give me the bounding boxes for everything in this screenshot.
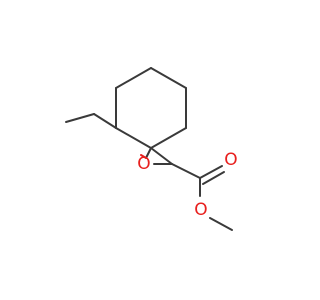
carbonyl-oxygen-label: O: [224, 150, 237, 170]
ethyl-group: [65, 113, 117, 129]
ring-bond: [115, 67, 152, 89]
ester-bond: [171, 163, 201, 179]
methoxy-bond: [209, 217, 233, 231]
ring-bond: [150, 67, 187, 89]
ring-bond: [150, 127, 187, 149]
methyl-ester-group: O O: [171, 150, 238, 231]
ethyl-bond: [93, 113, 117, 129]
epoxide-bond: [150, 147, 173, 165]
ester-oxygen-label: O: [194, 200, 207, 220]
epoxide-oxygen-label: O: [137, 154, 150, 174]
epoxide-ring: O: [137, 147, 173, 174]
molecule-structure-diagram: O O O: [65, 67, 238, 231]
cyclohexane-ring: [115, 67, 187, 149]
ring-bond: [115, 127, 152, 149]
ethyl-bond: [65, 113, 95, 123]
epoxide-bond: [145, 147, 152, 159]
carbonyl-bond: [202, 171, 225, 185]
epoxide-oxygen-bond: [140, 154, 147, 159]
carbonyl-bond: [199, 165, 223, 179]
